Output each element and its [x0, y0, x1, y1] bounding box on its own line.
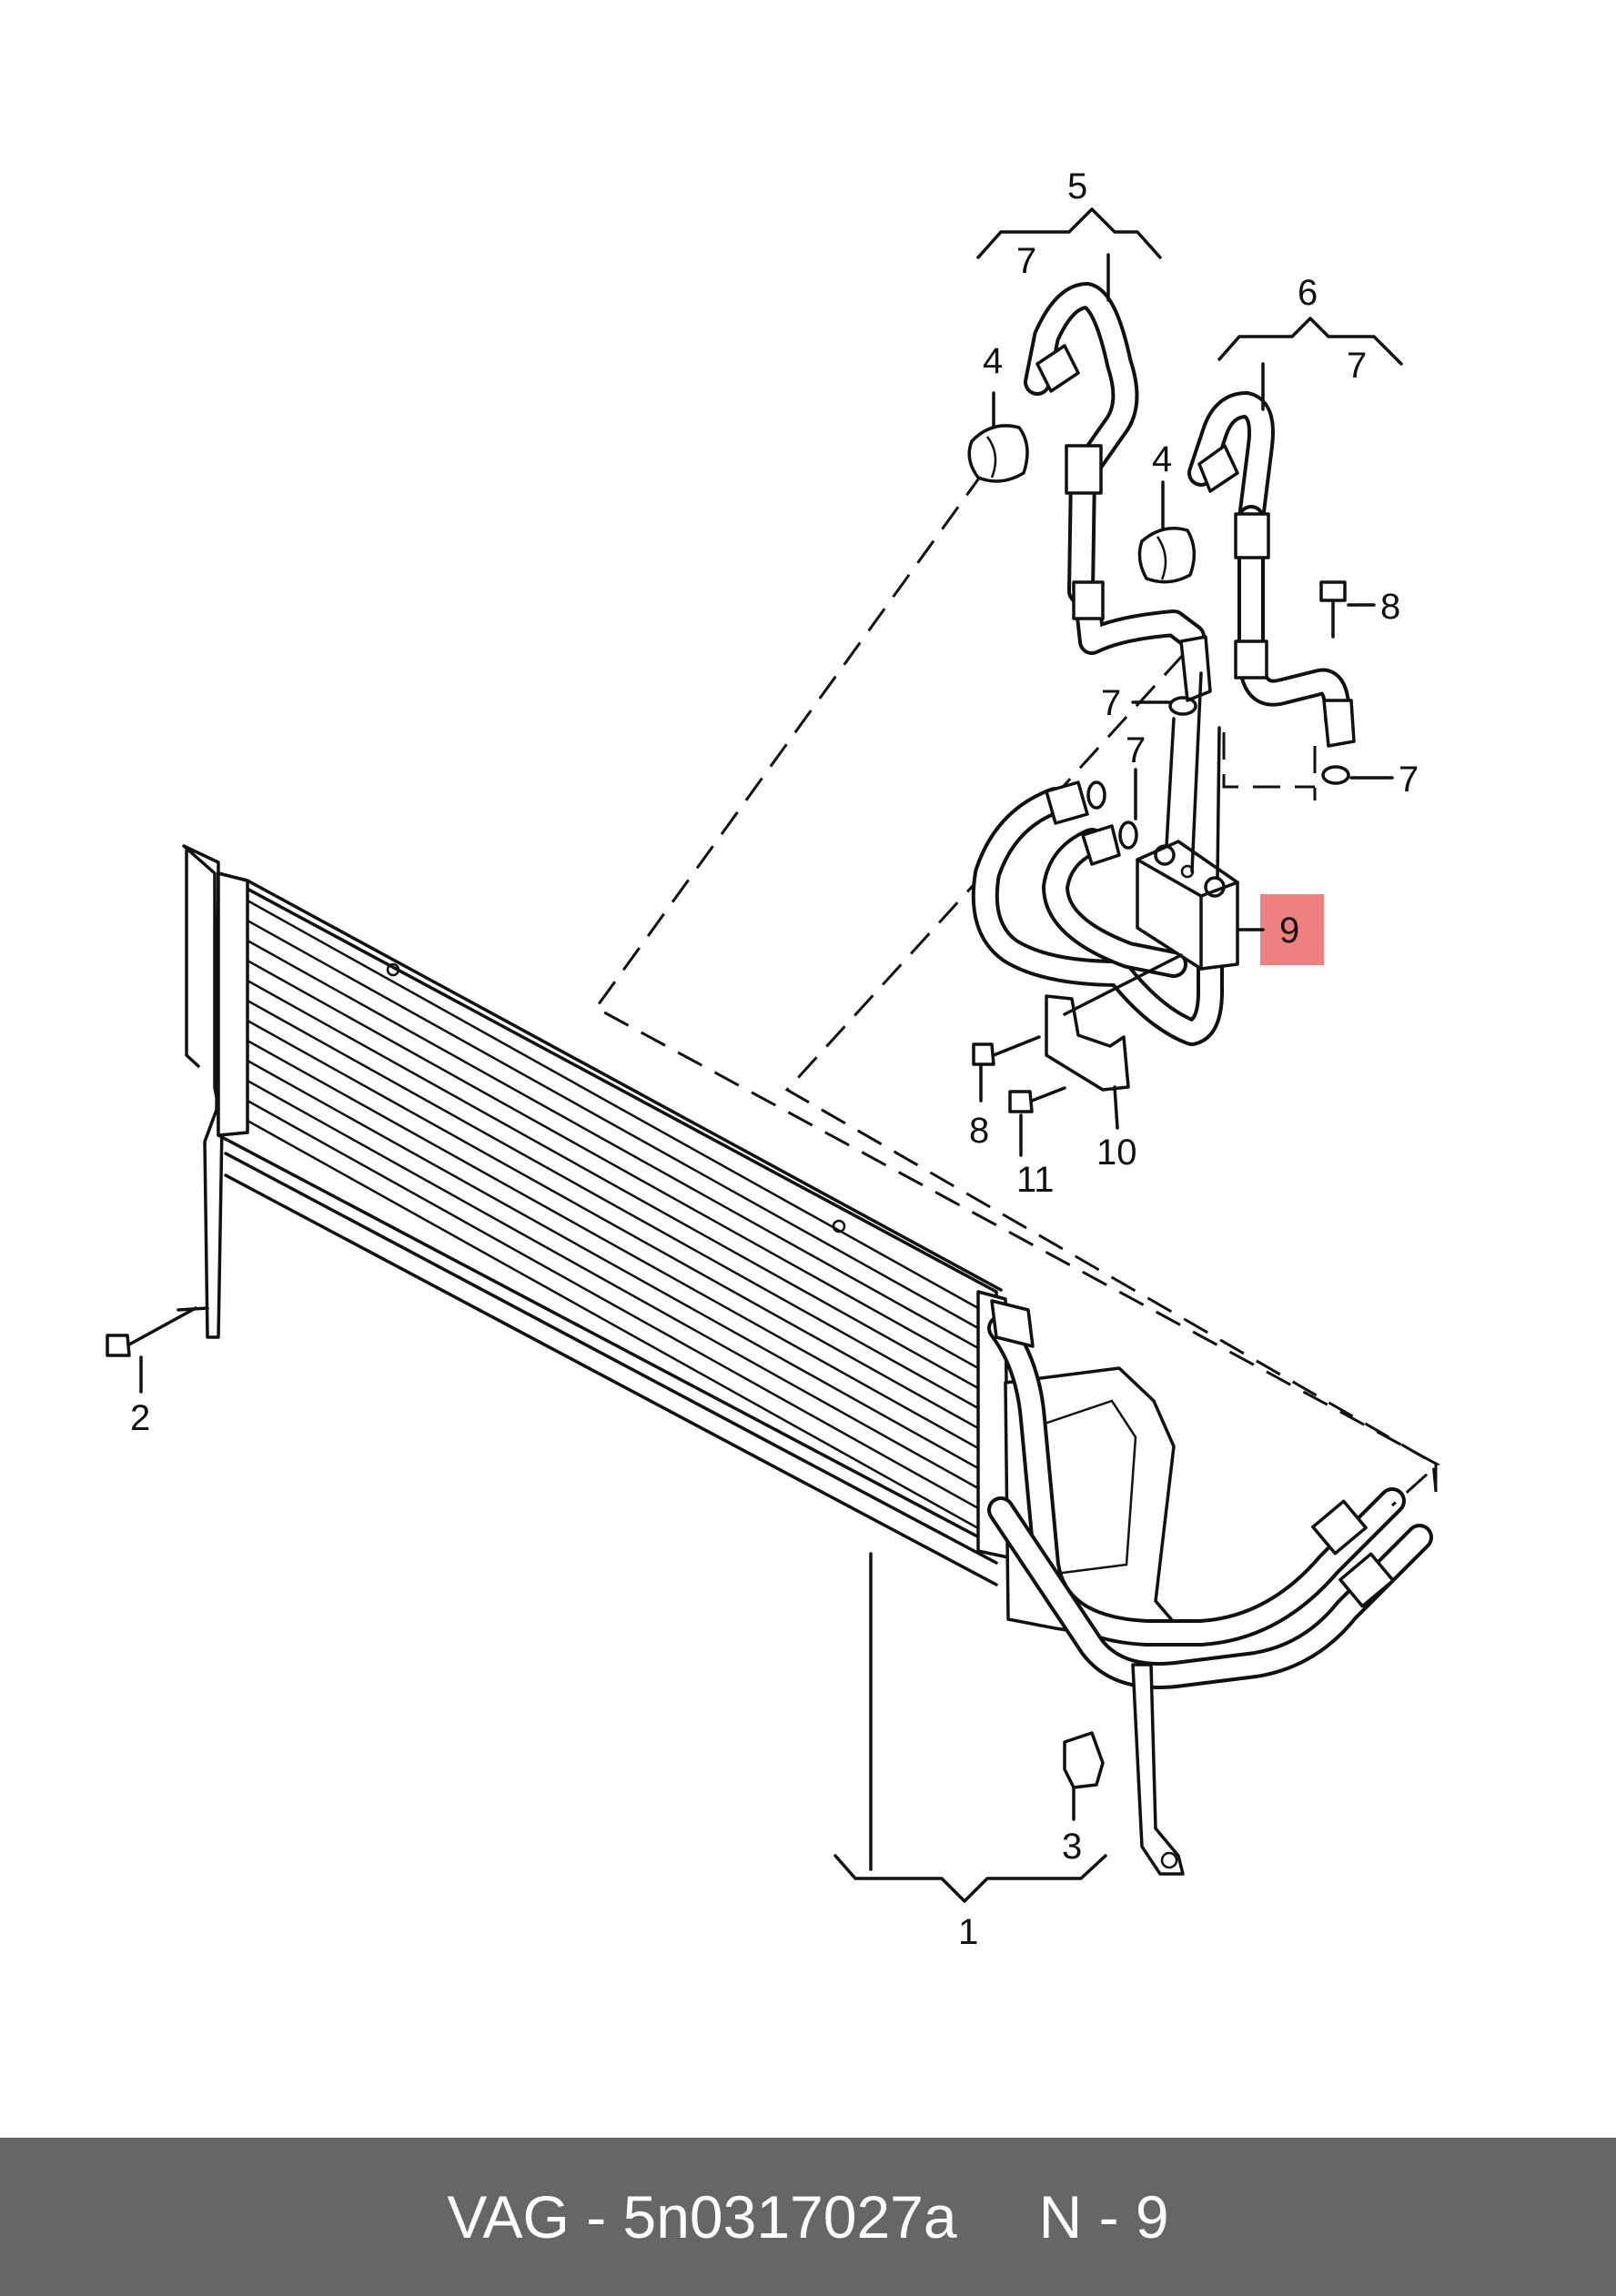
o-ring-7b — [1321, 765, 1350, 785]
left-bracket — [182, 844, 224, 1339]
callout-8-lower: 8 — [969, 1111, 989, 1151]
grommet-4a — [967, 424, 1029, 483]
callout-leaders — [139, 207, 1403, 1903]
callout-2: 2 — [130, 1398, 150, 1438]
left-tank — [217, 871, 249, 1137]
part-number: VAG - 5n0317027a — [447, 2183, 957, 2251]
callout-1: 1 — [958, 1912, 978, 1952]
callout-9: 9 — [1279, 911, 1299, 951]
o-ring-7a — [1168, 696, 1197, 716]
callout-8-top: 8 — [1380, 587, 1400, 627]
adapter-block-9 — [971, 671, 1239, 1092]
callout-3: 3 — [1062, 1827, 1082, 1867]
callout-7-left: 7 — [1101, 683, 1121, 723]
bolt-8-top — [1319, 580, 1347, 639]
callout-7-hose6: 7 — [1347, 346, 1367, 386]
bolt-11 — [1008, 1086, 1066, 1113]
callout-5: 5 — [1067, 166, 1087, 206]
callout-4a: 4 — [983, 341, 1003, 381]
o-ring-7c — [1086, 780, 1106, 810]
return-pipes — [987, 1299, 1433, 1876]
clip-3 — [1063, 1731, 1105, 1789]
callout-6: 6 — [1298, 273, 1318, 313]
callout-4b: 4 — [1152, 439, 1172, 479]
bolt-8-lower — [972, 1035, 1041, 1066]
callout-7-block: 7 — [1126, 730, 1146, 770]
footer-bar: VAG - 5n0317027a N - 9 — [0, 2138, 1616, 2296]
radiator-fins — [247, 899, 979, 1530]
o-ring-7d — [1118, 821, 1138, 850]
callout-7-right: 7 — [1399, 760, 1419, 800]
bolt-2 — [106, 1306, 197, 1357]
callout-7-hose5: 7 — [1016, 241, 1036, 281]
reference-number: N - 9 — [1038, 2183, 1169, 2251]
callout-10: 10 — [1096, 1133, 1137, 1173]
callout-11: 11 — [1016, 1160, 1055, 1200]
highlight-box-9 — [1260, 894, 1324, 965]
upper-hoses — [1024, 282, 1356, 748]
grommet-4b — [1137, 527, 1197, 584]
parts-diagram: 5 7 6 7 4 4 8 7 7 7 8 10 11 2 3 1 9 — [106, 166, 1440, 1952]
